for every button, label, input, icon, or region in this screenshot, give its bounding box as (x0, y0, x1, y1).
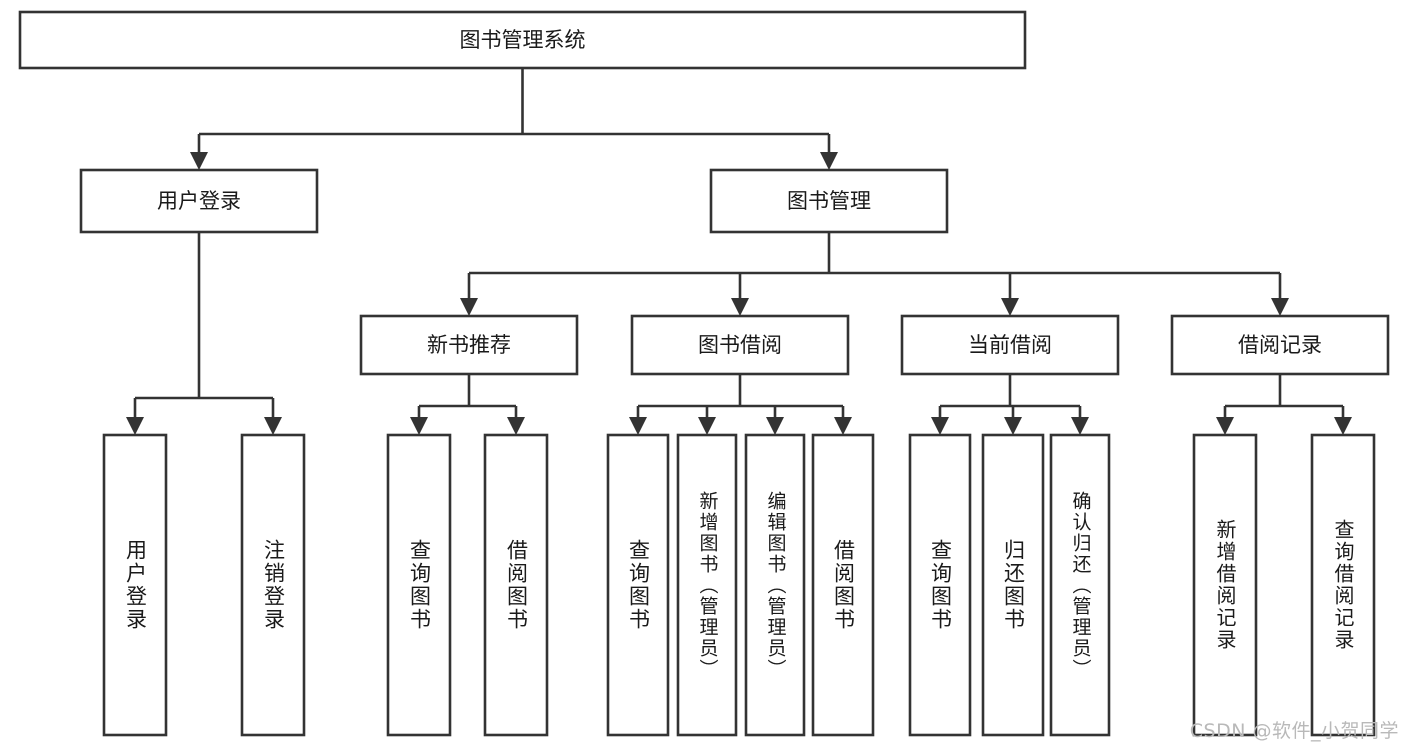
node-box-leaf-edit-book-admin[interactable] (744, 433, 806, 737)
node-box-leaf-query-book-2[interactable] (606, 433, 670, 737)
node-box-book-manage[interactable] (709, 168, 949, 234)
arrow-head-icon (460, 298, 478, 316)
node-box-book-borrow[interactable] (630, 314, 850, 376)
node-box-leaf-confirm-return[interactable] (1049, 433, 1111, 737)
arrow-head-icon (1334, 417, 1352, 435)
node-box-leaf-borrow-book-1[interactable] (483, 433, 549, 737)
arrow-head-icon (698, 417, 716, 435)
arrow-head-icon (766, 417, 784, 435)
node-box-leaf-user-login[interactable] (102, 433, 168, 737)
node-label-book-manage: 图书管理 (787, 189, 871, 213)
arrow-head-icon (1216, 417, 1234, 435)
arrow-head-icon (1004, 417, 1022, 435)
node-label-current-borrow: 当前借阅 (968, 333, 1052, 357)
node-label-user-login: 用户登录 (157, 189, 241, 213)
arrow-head-icon (629, 417, 647, 435)
node-label-borrow-record: 借阅记录 (1238, 333, 1322, 357)
node-box-root[interactable] (18, 10, 1027, 70)
connectors-layer (126, 68, 1352, 435)
arrow-head-icon (1271, 298, 1289, 316)
node-box-leaf-add-record[interactable] (1192, 433, 1258, 737)
node-box-leaf-return-book[interactable] (981, 433, 1045, 737)
node-label-book-borrow: 图书借阅 (698, 333, 782, 357)
node-box-new-book-recommend[interactable] (359, 314, 579, 376)
arrow-head-icon (126, 417, 144, 435)
arrow-head-icon (1071, 417, 1089, 435)
arrow-head-icon (190, 152, 208, 170)
node-label-root: 图书管理系统 (460, 28, 586, 52)
node-box-current-borrow[interactable] (900, 314, 1120, 376)
arrow-head-icon (410, 417, 428, 435)
node-box-leaf-query-record[interactable] (1310, 433, 1376, 737)
node-box-leaf-query-book-3[interactable] (908, 433, 972, 737)
arrow-head-icon (507, 417, 525, 435)
arrow-head-icon (264, 417, 282, 435)
node-box-leaf-query-book-1[interactable] (386, 433, 452, 737)
node-box-user-login[interactable] (79, 168, 319, 234)
arrow-head-icon (931, 417, 949, 435)
watermark-text: CSDN @软件_小贺同学 (1189, 720, 1399, 742)
boxes-layer (18, 10, 1390, 737)
arrow-head-icon (731, 298, 749, 316)
arrow-head-icon (820, 152, 838, 170)
node-label-new-book-recommend: 新书推荐 (427, 333, 511, 357)
node-box-leaf-borrow-book-2[interactable] (811, 433, 875, 737)
arrow-head-icon (834, 417, 852, 435)
arrow-head-icon (1001, 298, 1019, 316)
node-box-leaf-add-book-admin[interactable] (676, 433, 738, 737)
node-box-leaf-user-logout[interactable] (240, 433, 306, 737)
node-box-borrow-record[interactable] (1170, 314, 1390, 376)
